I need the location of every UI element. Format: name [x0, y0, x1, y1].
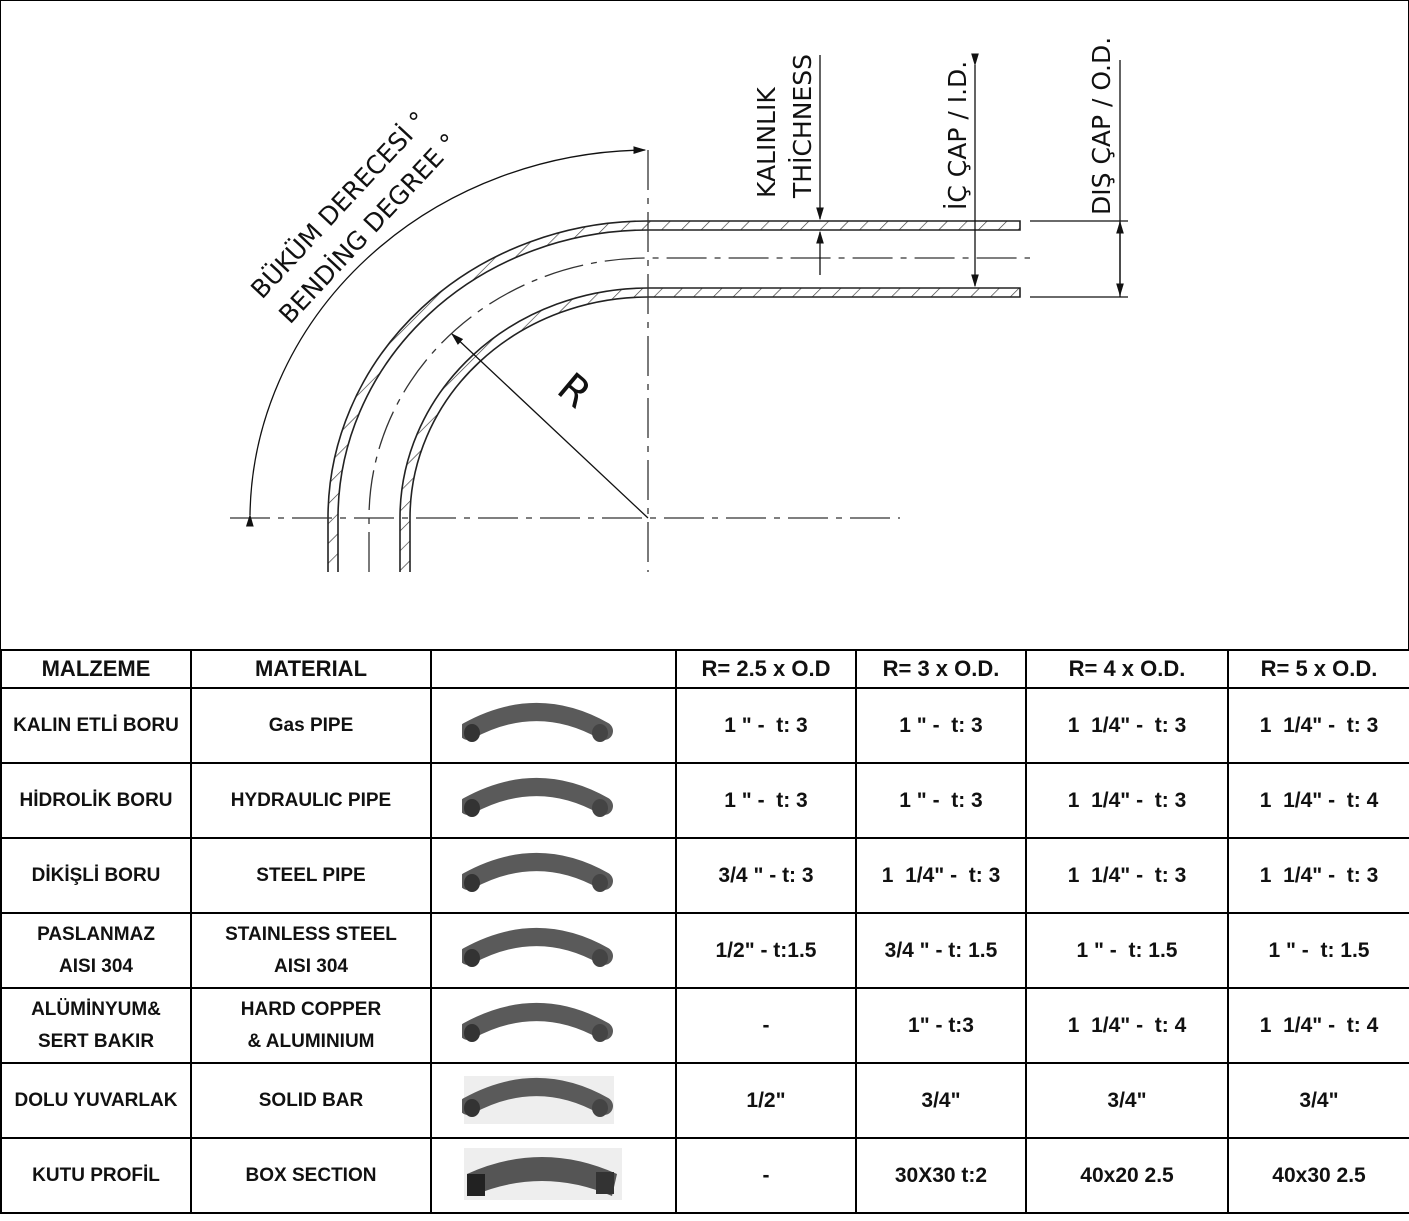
material-tr: DOLU YUVARLAK	[0, 1062, 192, 1139]
size-value: 3/4"	[1227, 1062, 1409, 1139]
material-tr: KUTU PROFİL	[0, 1137, 192, 1214]
material-en: HYDRAULIC PIPE	[190, 762, 432, 839]
radius-label: R	[549, 364, 600, 417]
size-value: -	[675, 987, 857, 1064]
column-header: MATERIAL	[190, 649, 432, 689]
size-value: 3/4"	[855, 1062, 1027, 1139]
size-value: 1 1/4" - t: 3	[1227, 687, 1409, 764]
size-value: 1 " - t: 3	[675, 687, 857, 764]
column-header: R= 2.5 x O.D	[675, 649, 857, 689]
size-value: 1 1/4" - t: 3	[1025, 762, 1229, 839]
pipe-outer-wall	[327, 220, 1021, 572]
round-pipe-icon	[462, 777, 613, 817]
size-value: 1" - t:3	[855, 987, 1027, 1064]
shape-image	[430, 1062, 677, 1139]
material-tr: DİKİŞLİ BORU	[0, 837, 192, 914]
size-value: 3/4 " - t: 3	[675, 837, 857, 914]
column-header: R= 3 x O.D.	[855, 649, 1027, 689]
size-value: 1 " - t: 1.5	[1227, 912, 1409, 989]
shape-image	[430, 687, 677, 764]
material-tr: ALÜMİNYUM& SERT BAKIR	[0, 987, 192, 1064]
shape-image	[430, 987, 677, 1064]
column-header: R= 5 x O.D.	[1227, 649, 1409, 689]
material-en: Gas PIPE	[190, 687, 432, 764]
shape-image	[430, 837, 677, 914]
size-value: 1 1/4" - t: 4	[1227, 987, 1409, 1064]
box-section-icon	[464, 1147, 622, 1200]
solid-bar-icon	[462, 1075, 614, 1124]
size-value: 1 1/4" - t: 3	[1227, 837, 1409, 914]
size-value: 1 1/4" - t: 4	[1025, 987, 1229, 1064]
size-value: 1 1/4" - t: 3	[1025, 837, 1229, 914]
size-value: 1 1/4" - t: 3	[855, 837, 1027, 914]
inner-diameter-label: İÇ ÇAP / I.D.	[943, 61, 972, 210]
thickness-label-tr: KALINLIK	[752, 87, 781, 198]
size-value: 1/2"	[675, 1062, 857, 1139]
column-header: MALZEME	[0, 649, 192, 689]
size-value: 3/4 " - t: 1.5	[855, 912, 1027, 989]
shape-image	[430, 1137, 677, 1214]
column-header	[430, 649, 677, 689]
outer-diameter-label: DIŞ ÇAP / O.D.	[1087, 37, 1116, 215]
material-en: STEEL PIPE	[190, 837, 432, 914]
size-value: 1 " - t: 3	[675, 762, 857, 839]
shape-image	[430, 762, 677, 839]
size-value: 1/2" - t:1.5	[675, 912, 857, 989]
size-value: 1 " - t: 3	[855, 687, 1027, 764]
thickness-label-en: THİCHNESS	[788, 54, 817, 199]
pipe-inner-wall	[399, 287, 1021, 572]
size-value: 30X30 t:2	[855, 1137, 1027, 1214]
material-en: HARD COPPER & ALUMINIUM	[190, 987, 432, 1064]
size-value: 1 " - t: 1.5	[1025, 912, 1229, 989]
material-en: BOX SECTION	[190, 1137, 432, 1214]
material-tr: HİDROLİK BORU	[0, 762, 192, 839]
round-pipe-icon	[462, 1002, 613, 1042]
column-header: R= 4 x O.D.	[1025, 649, 1229, 689]
round-pipe-icon	[462, 702, 613, 742]
size-value: 1 1/4" - t: 4	[1227, 762, 1409, 839]
shape-image	[430, 912, 677, 989]
pipe-bend-diagram: BÜKÜM DERECESİ ° BENDİNG DEGREE ° KALINL…	[230, 37, 1128, 572]
size-value: 40x30 2.5	[1227, 1137, 1409, 1214]
material-en: STAINLESS STEEL AISI 304	[190, 912, 432, 989]
size-value: 1 " - t: 3	[855, 762, 1027, 839]
round-pipe-icon	[462, 927, 613, 967]
dimension-lines	[245, 53, 1128, 527]
round-pipe-icon	[462, 852, 613, 892]
size-value: 1 1/4" - t: 3	[1025, 687, 1229, 764]
size-value: 3/4"	[1025, 1062, 1229, 1139]
material-tr: PASLANMAZ AISI 304	[0, 912, 192, 989]
material-tr: KALIN ETLİ BORU	[0, 687, 192, 764]
material-en: SOLID BAR	[190, 1062, 432, 1139]
size-value: -	[675, 1137, 857, 1214]
size-value: 40x20 2.5	[1025, 1137, 1229, 1214]
